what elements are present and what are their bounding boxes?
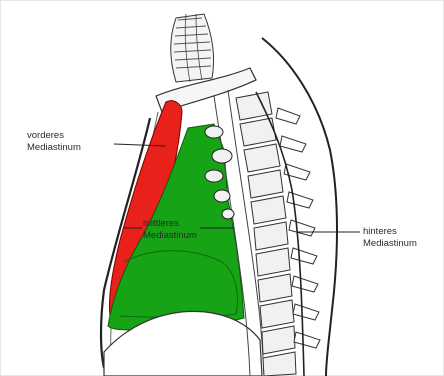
label-anterior-mediastinum: vorderes Mediastinum (27, 130, 81, 154)
label-anterior-line2: Mediastinum (27, 142, 81, 154)
label-posterior-line1: hinteres (363, 226, 417, 238)
label-middle-line2: Mediastinum (143, 230, 197, 242)
label-anterior-line1: vorderes (27, 130, 81, 142)
label-posterior-mediastinum: hinteres Mediastinum (363, 226, 417, 250)
neck-structures (171, 14, 214, 82)
label-middle-mediastinum: mittleres Mediastinum (143, 218, 197, 242)
label-middle-line1: mittleres (143, 218, 197, 230)
label-posterior-line2: Mediastinum (363, 238, 417, 250)
